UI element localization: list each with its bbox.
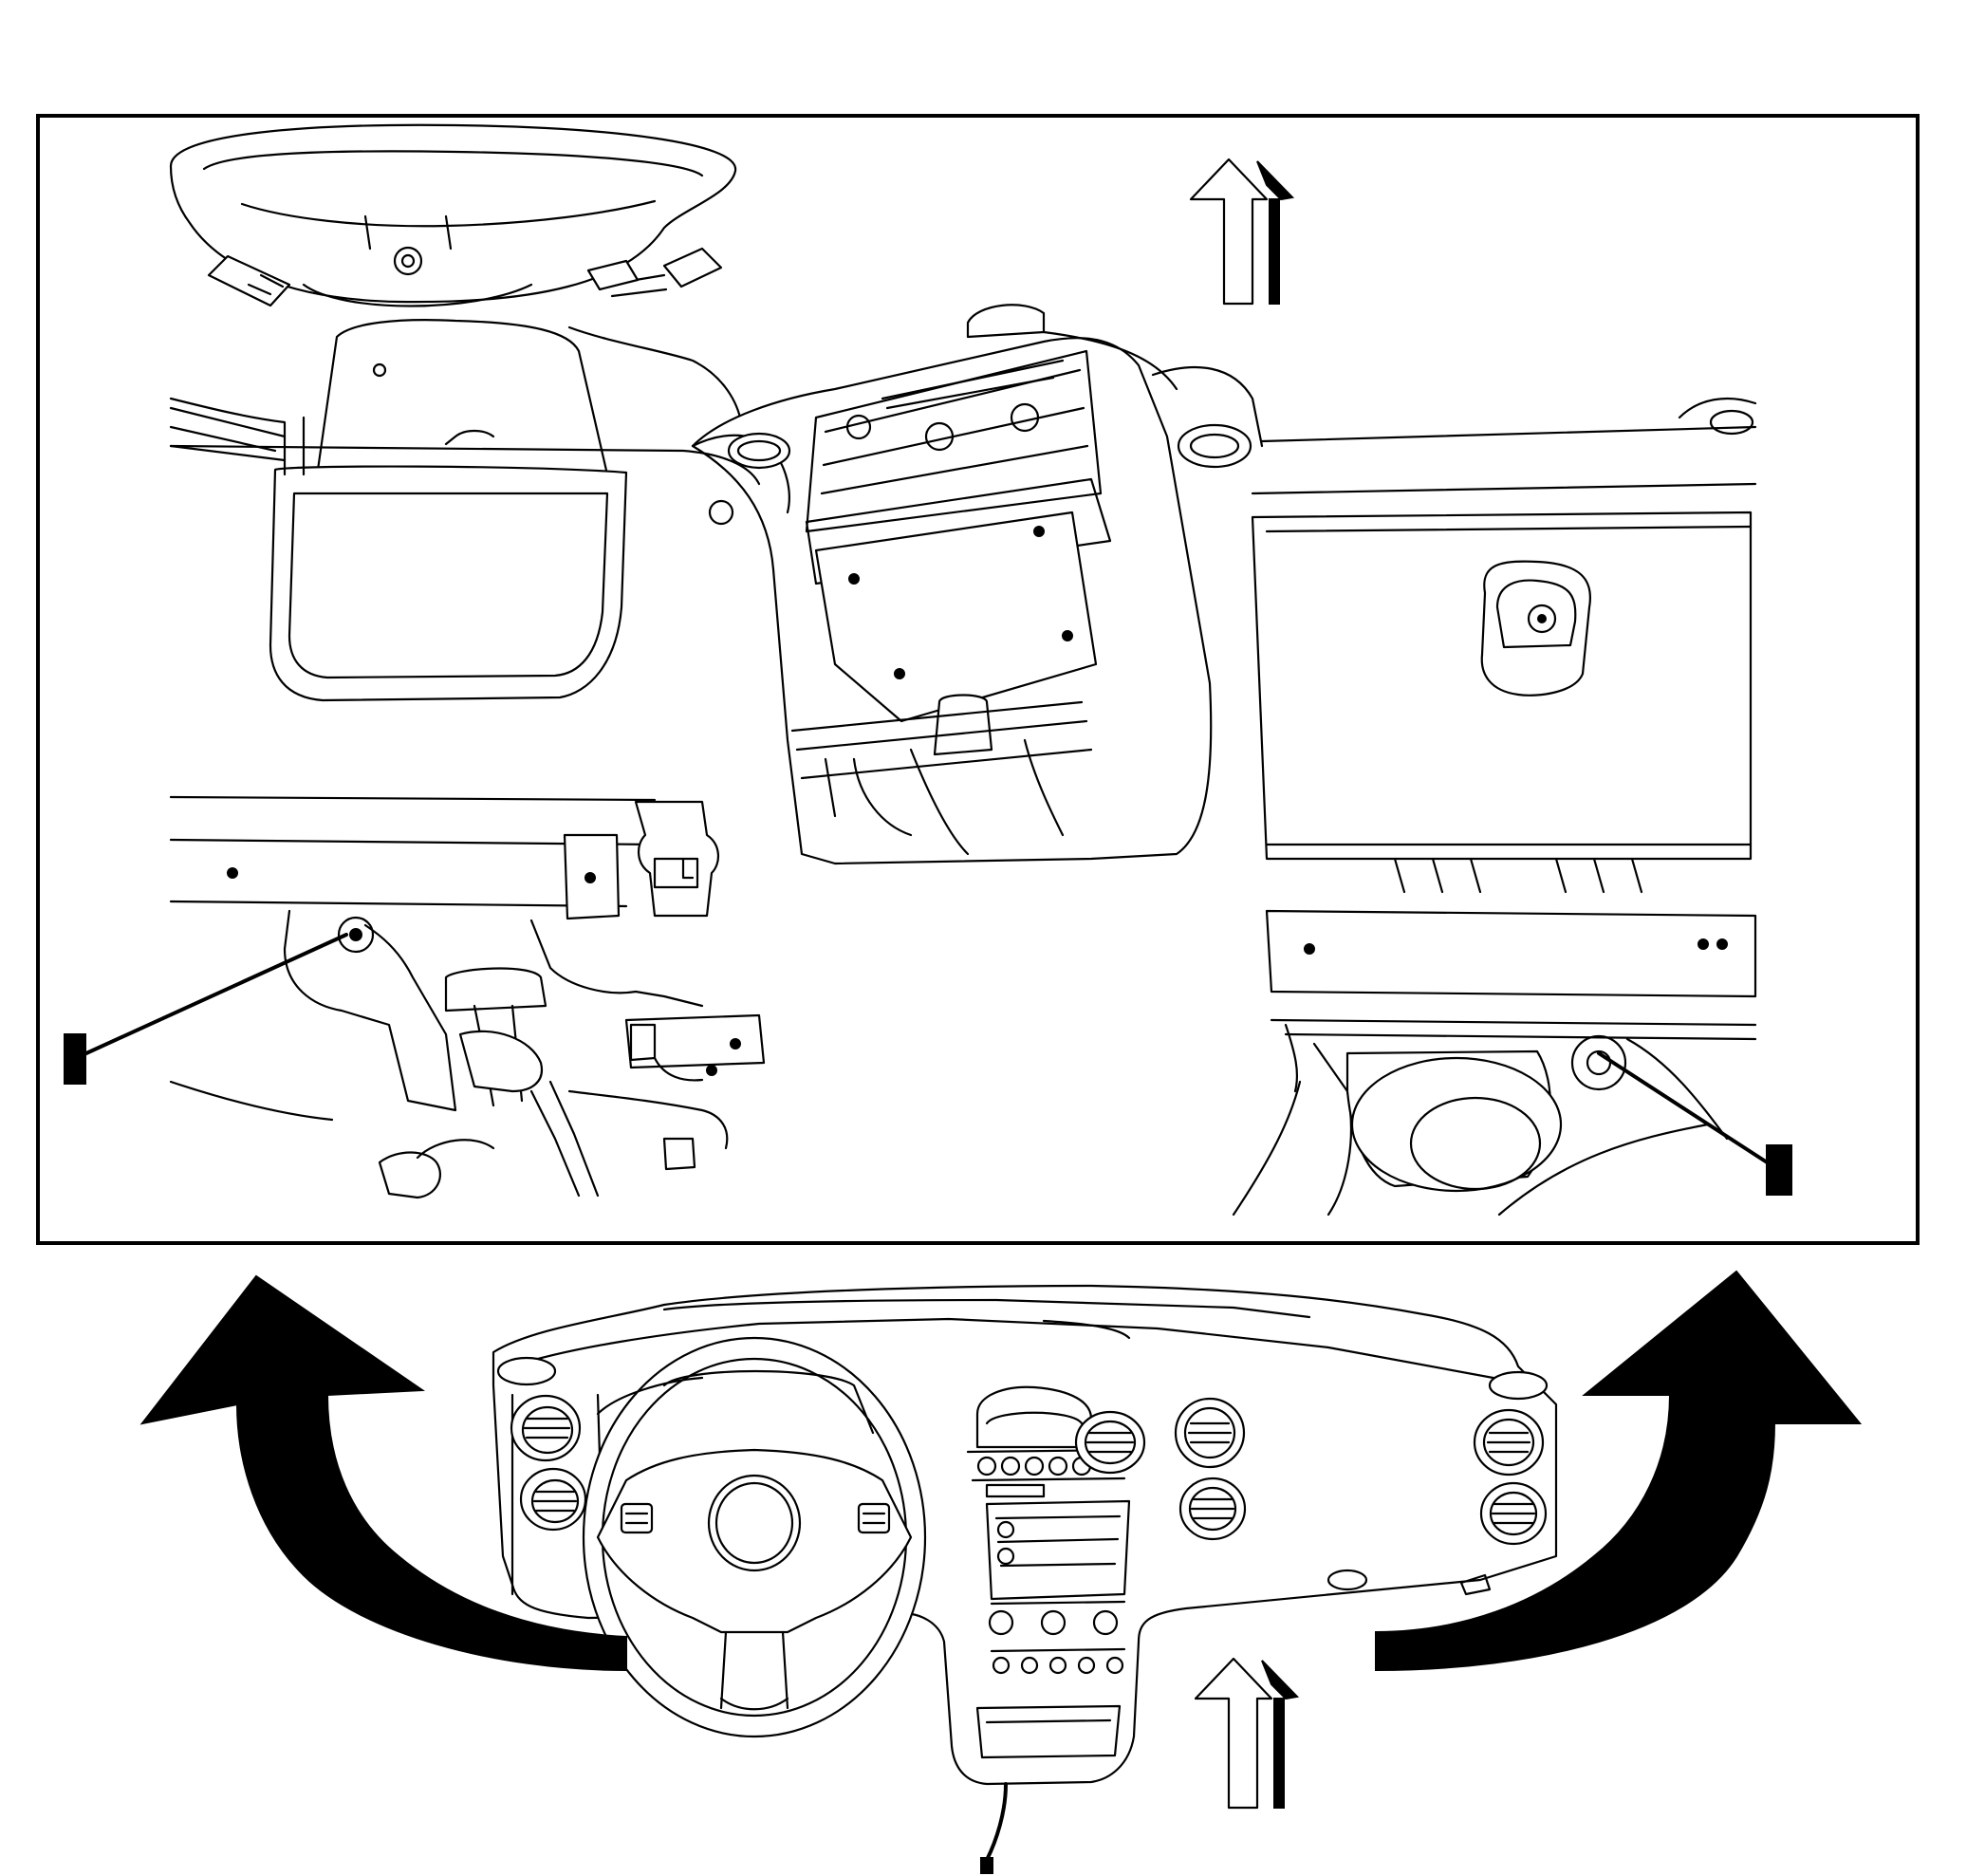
glove-box-area [1251, 397, 1757, 894]
curved-arrow-right [1375, 1270, 1863, 1672]
up-arrow-detail [1189, 158, 1295, 306]
left-lower-vent [519, 1467, 587, 1532]
dash-upper-trim [169, 304, 1264, 526]
bottom-harness-callout [980, 1782, 1008, 1874]
detail-panel [36, 114, 1920, 1245]
curved-arrow-left [139, 1274, 627, 1672]
left-top-vent [496, 1356, 557, 1386]
callout-marker [980, 1857, 993, 1874]
glove-box-latch [1326, 1569, 1368, 1591]
right-lower-structure [1232, 909, 1757, 1217]
right-lower-vent [1479, 1481, 1548, 1546]
overview-center-stack [966, 1385, 1131, 1759]
left-upper-vent [510, 1394, 582, 1462]
right-top-vent [1488, 1370, 1549, 1401]
knee-bolster-trim [169, 397, 628, 702]
instrument-panel-overview [492, 1284, 1558, 1874]
left-lower-bolt-callout [64, 933, 348, 1085]
right-lower-bolt-callout [1597, 1051, 1792, 1196]
callout-marker [64, 1033, 86, 1085]
up-arrow-overview [1194, 1657, 1300, 1810]
right-center-upper-vent [1174, 1397, 1246, 1469]
column-stalks [207, 247, 723, 307]
overview-steering-wheel [582, 1336, 927, 1738]
callout-marker [1766, 1144, 1792, 1196]
right-upper-vent [1473, 1408, 1545, 1477]
right-center-lower-vent [1178, 1477, 1247, 1541]
center-stack [691, 337, 1213, 865]
left-lower-structure [169, 795, 766, 1199]
center-vent [1074, 1410, 1146, 1475]
